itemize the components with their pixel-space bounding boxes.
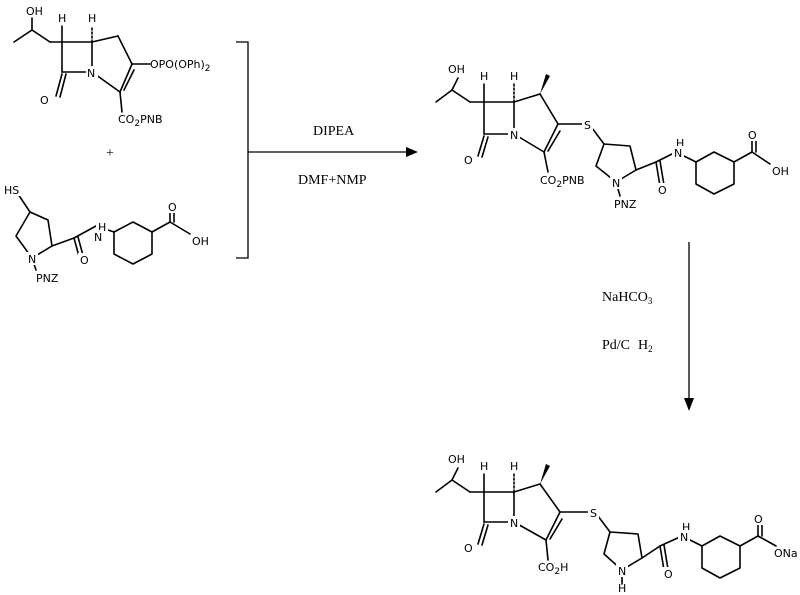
atom-label-n: N: [87, 67, 95, 80]
atom-label-n: N: [510, 129, 518, 142]
atom-label-n: N: [680, 531, 688, 544]
atom-label-oh: OH: [26, 5, 43, 18]
phosphate-group-label: OPO(OPh)2: [150, 58, 211, 74]
atom-label-o: O: [464, 154, 473, 167]
atom-label-o: O: [748, 129, 757, 142]
atom-label-oh: OH: [448, 453, 465, 466]
atom-label-o: O: [754, 513, 763, 526]
atom-label-pnz: PNZ: [36, 272, 59, 285]
atom-label-h: H: [510, 460, 518, 473]
atom-label-n: N: [28, 253, 36, 266]
atom-label-s: S: [590, 507, 597, 520]
atom-label-h: H: [676, 137, 684, 150]
atom-label-nh-h: H: [618, 582, 626, 595]
atom-label-o: O: [40, 94, 49, 107]
ester-group-label: CO2PNB: [540, 174, 585, 190]
atom-label-pnz: PNZ: [614, 198, 637, 211]
atom-label-o: O: [80, 254, 89, 267]
reaction-arrows: [236, 41, 694, 411]
atom-label-h: H: [682, 521, 690, 534]
atom-label-cooh: OH: [772, 165, 789, 178]
acid-group-label: CO2H: [538, 561, 568, 577]
atom-label-h: H: [480, 460, 488, 473]
atom-label-n: N: [94, 231, 102, 244]
thiol-side-chain-molecule: HS N PNZ O H N O OH: [4, 183, 209, 285]
atom-label-h: H: [510, 70, 518, 83]
atom-label-hs: HS: [4, 184, 19, 197]
atom-label-o: O: [168, 201, 177, 214]
atom-label-o: O: [658, 184, 667, 197]
atom-label-h: H: [88, 12, 96, 25]
atom-label-oh: OH: [448, 63, 465, 76]
atom-label-o: O: [664, 568, 673, 581]
atom-label-ona: ONa: [774, 547, 798, 560]
atom-label-n: N: [674, 147, 682, 160]
atom-label-o: O: [464, 542, 473, 555]
atom-label-s: S: [584, 119, 591, 132]
final-product-molecule: OH H H N O S CO2H N H O H N O ONa: [435, 452, 798, 595]
step2-reagent: NaHCO3: [602, 290, 653, 306]
atom-label-n: N: [618, 565, 626, 578]
atom-label-h: H: [480, 70, 488, 83]
atom-label-h: H: [58, 12, 66, 25]
plus-sign: +: [106, 146, 114, 161]
step1-reagent: DIPEA: [313, 124, 355, 139]
protected-intermediate-molecule: OH H H N O S CO2PNB N PNZ O H N O OH: [435, 62, 789, 211]
atom-label-cooh: OH: [192, 235, 209, 248]
step1-solvent: DMF+NMP: [298, 173, 367, 188]
atom-label-n: N: [612, 177, 620, 190]
ester-group-label: CO2PNB: [118, 113, 163, 129]
enol-phosphate-molecule: OH H H N O OPO(OPh)2 CO2PNB: [13, 4, 211, 129]
atom-label-h: H: [98, 221, 106, 234]
atom-label-n: N: [510, 517, 518, 530]
